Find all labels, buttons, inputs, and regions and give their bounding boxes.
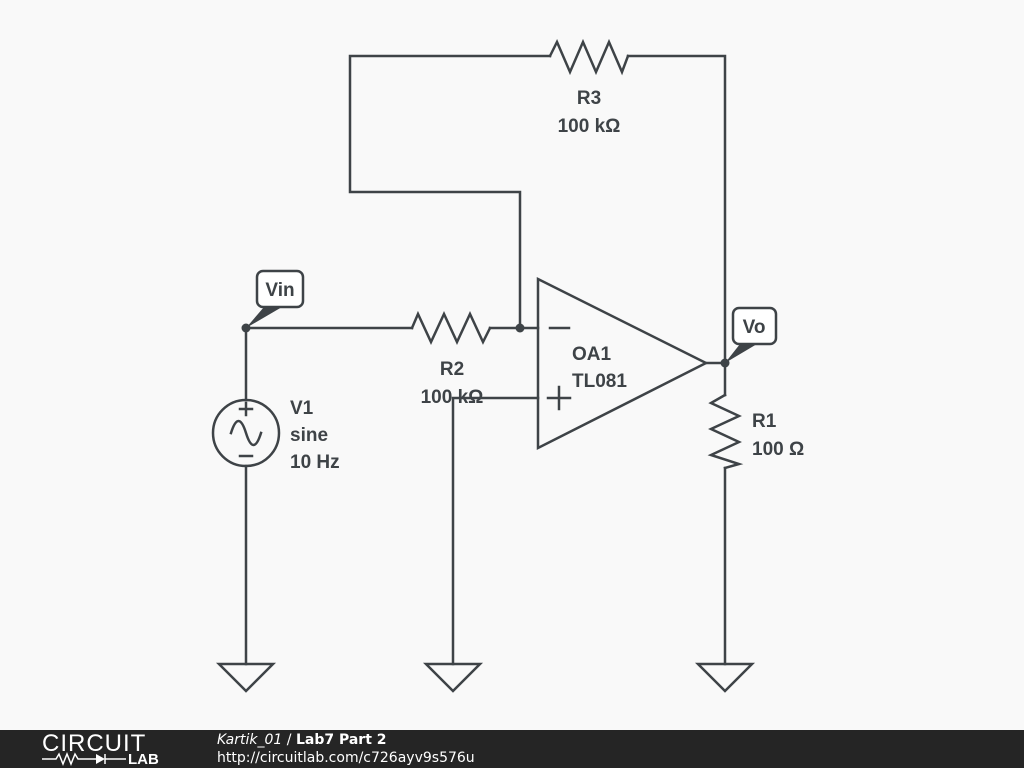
opamp-oa1[interactable] bbox=[536, 276, 709, 451]
r3-value-label: 100 kΩ bbox=[558, 116, 621, 137]
logo-text-bottom: LAB bbox=[128, 751, 159, 768]
ground-icon bbox=[422, 662, 484, 693]
author-link[interactable]: Kartik_01 bbox=[217, 732, 283, 748]
resistor-r1[interactable] bbox=[707, 393, 744, 470]
node-tag-vin-label: Vin bbox=[265, 280, 294, 301]
r2-name-label: R2 bbox=[440, 359, 464, 380]
circuit-metadata: Kartik_01 / Lab7 Part 2 http://circuitla… bbox=[217, 731, 475, 767]
r2-value-label: 100 kΩ bbox=[421, 387, 484, 408]
node-tag-vin[interactable] bbox=[246, 269, 305, 328]
node-tag-vo-label: Vo bbox=[743, 317, 766, 338]
wires bbox=[244, 54, 727, 666]
circuit-title[interactable]: Lab7 Part 2 bbox=[295, 732, 387, 748]
oa1-part-label: TL081 bbox=[572, 371, 627, 392]
circuit-schematic: R3 100 kΩ R2 100 kΩ R1 100 Ω OA1 TL081 V… bbox=[211, 38, 804, 693]
logo-text-top: CIRCUIT bbox=[42, 730, 147, 757]
circuit-url-link[interactable]: http://circuitlab.com/c726ayv9s576u bbox=[217, 750, 475, 766]
junction-dot-inverting bbox=[515, 323, 525, 333]
footer-bar: CIRCUIT LAB Kartik_01 / Lab7 Part 2 http… bbox=[0, 730, 1024, 768]
title-separator: / bbox=[286, 732, 292, 748]
node-tag-vo[interactable] bbox=[725, 306, 778, 363]
v1-freq-label: 10 Hz bbox=[290, 452, 340, 473]
r1-name-label: R1 bbox=[752, 411, 777, 432]
resistor-r2[interactable] bbox=[410, 310, 492, 345]
resistor-r3[interactable] bbox=[548, 38, 630, 76]
resistor-diode-icon bbox=[42, 752, 126, 766]
r3-name-label: R3 bbox=[577, 88, 601, 109]
sine-wave-icon bbox=[229, 419, 263, 447]
circuitlab-logo[interactable]: CIRCUIT LAB bbox=[42, 730, 182, 768]
r1-value-label: 100 Ω bbox=[752, 439, 804, 460]
oa1-name-label: OA1 bbox=[572, 344, 612, 365]
v1-name-label: V1 bbox=[290, 398, 314, 419]
ground-icon bbox=[215, 662, 277, 693]
sine-source-v1[interactable] bbox=[211, 398, 281, 468]
ground-icon bbox=[694, 662, 756, 693]
v1-type-label: sine bbox=[290, 425, 328, 446]
